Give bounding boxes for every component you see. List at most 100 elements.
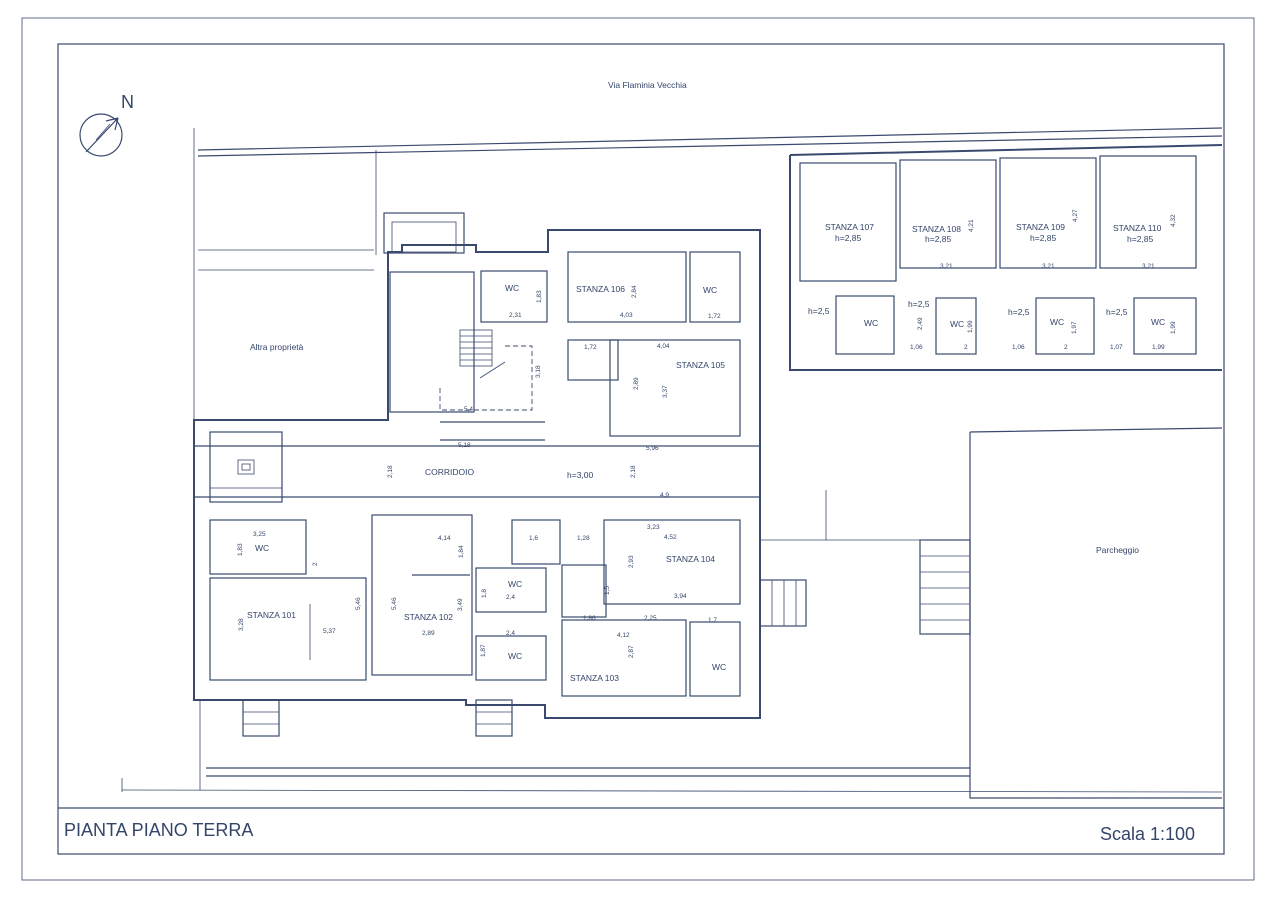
svg-text:4,32: 4,32 — [1170, 214, 1177, 227]
svg-text:h=2,5: h=2,5 — [1106, 307, 1128, 317]
svg-text:1,06: 1,06 — [1012, 344, 1025, 351]
svg-text:WC: WC — [950, 319, 964, 329]
svg-text:h=2,85: h=2,85 — [835, 233, 862, 243]
sheet-inner-border — [57, 43, 1225, 855]
svg-text:1,7: 1,7 — [708, 617, 717, 624]
svg-text:h=2,85: h=2,85 — [1030, 233, 1057, 243]
svg-text:1,87: 1,87 — [480, 644, 487, 657]
svg-text:2,25: 2,25 — [644, 615, 657, 622]
svg-text:3,21: 3,21 — [1042, 263, 1055, 270]
svg-text:3,18: 3,18 — [535, 365, 542, 378]
svg-text:3,49: 3,49 — [457, 598, 464, 611]
svg-text:2,93: 2,93 — [628, 555, 635, 568]
svg-text:1,84: 1,84 — [458, 545, 465, 558]
svg-text:1,86: 1,86 — [583, 615, 596, 622]
svg-text:3,23: 3,23 — [647, 524, 660, 531]
svg-text:5,46: 5,46 — [391, 597, 398, 610]
drawing-title: PIANTA PIANO TERRA — [64, 820, 253, 840]
svg-text:2,87: 2,87 — [628, 645, 635, 658]
svg-text:WC: WC — [864, 318, 878, 328]
svg-text:4,52: 4,52 — [664, 534, 677, 541]
svg-text:2,84: 2,84 — [631, 285, 638, 298]
left-staircase — [209, 431, 283, 503]
svg-text:1,72: 1,72 — [584, 344, 597, 351]
svg-text:WC: WC — [508, 579, 522, 589]
svg-text:1,99: 1,99 — [967, 320, 974, 333]
svg-text:2,18: 2,18 — [630, 465, 637, 478]
north-label: N — [121, 92, 134, 112]
svg-text:2,89: 2,89 — [633, 377, 640, 390]
svg-text:4,27: 4,27 — [1072, 209, 1079, 222]
entry-steps-center — [475, 699, 513, 737]
svg-text:1,6: 1,6 — [529, 535, 538, 542]
svg-text:h=2,85: h=2,85 — [1127, 234, 1154, 244]
svg-text:2,4: 2,4 — [506, 630, 515, 637]
drawing-scale: Scala 1:100 — [1100, 824, 1195, 844]
room-110-label: STANZA 110 — [1113, 223, 1162, 233]
svg-text:2,31: 2,31 — [509, 312, 522, 319]
svg-text:2,89: 2,89 — [422, 630, 435, 637]
parking-label: Parcheggio — [1096, 545, 1139, 555]
parking-area — [969, 427, 1223, 799]
svg-text:1,06: 1,06 — [910, 344, 923, 351]
svg-text:WC: WC — [505, 283, 519, 293]
entry-steps-left — [242, 699, 280, 737]
svg-text:WC: WC — [712, 662, 726, 672]
svg-text:1,8: 1,8 — [481, 589, 488, 598]
svg-text:5,46: 5,46 — [355, 597, 362, 610]
svg-text:4,04: 4,04 — [657, 343, 670, 350]
room-103-label: STANZA 103 — [570, 673, 619, 683]
svg-text:h=2,5: h=2,5 — [908, 299, 930, 309]
svg-text:3,25: 3,25 — [253, 531, 266, 538]
svg-text:h=2,5: h=2,5 — [808, 306, 830, 316]
entry-steps-right — [759, 579, 807, 627]
svg-text:4,03: 4,03 — [620, 312, 633, 319]
svg-text:2: 2 — [1064, 344, 1068, 351]
svg-text:2,4: 2,4 — [506, 594, 515, 601]
room-104-label: STANZA 104 — [666, 554, 715, 564]
svg-text:5,96: 5,96 — [646, 445, 659, 452]
svg-text:5,4: 5,4 — [464, 406, 473, 413]
svg-text:1,5: 1,5 — [604, 586, 611, 595]
svg-text:1,99: 1,99 — [1152, 344, 1165, 351]
svg-text:4,21: 4,21 — [968, 219, 975, 232]
svg-text:5,18: 5,18 — [458, 442, 471, 449]
parking-ramp-stairs — [919, 539, 971, 635]
svg-text:WC: WC — [703, 285, 717, 295]
svg-text:WC: WC — [255, 543, 269, 553]
svg-text:1,07: 1,07 — [1110, 344, 1123, 351]
svg-text:1,97: 1,97 — [1071, 321, 1078, 334]
room-102-label: STANZA 102 — [404, 612, 453, 622]
svg-text:3,21: 3,21 — [940, 263, 953, 270]
svg-text:WC: WC — [1050, 317, 1064, 327]
svg-text:2: 2 — [964, 344, 968, 351]
svg-text:5,37: 5,37 — [323, 628, 336, 635]
svg-text:WC: WC — [1151, 317, 1165, 327]
svg-text:1,72: 1,72 — [708, 313, 721, 320]
upper-staircase — [459, 329, 506, 379]
svg-text:1,99: 1,99 — [1170, 321, 1177, 334]
street-name: Via Flaminia Vecchia — [608, 80, 687, 90]
svg-text:3,21: 3,21 — [1142, 263, 1155, 270]
room-109-label: STANZA 109 — [1016, 222, 1065, 232]
room-106-label: STANZA 106 — [576, 284, 625, 294]
sheet-outer-border — [21, 17, 1255, 881]
svg-text:3,28: 3,28 — [238, 618, 245, 631]
north-arrow-icon — [79, 113, 123, 157]
right-wing-outline — [789, 144, 1223, 371]
svg-text:3,37: 3,37 — [662, 385, 669, 398]
svg-text:1,28: 1,28 — [577, 535, 590, 542]
corridor-label: CORRIDOIO — [425, 467, 475, 477]
svg-text:2: 2 — [312, 562, 319, 566]
room-107-label: STANZA 107 — [825, 222, 874, 232]
corridor-height: h=3,00 — [567, 470, 594, 480]
svg-text:1,83: 1,83 — [237, 543, 244, 556]
svg-text:1,83: 1,83 — [536, 290, 543, 303]
svg-text:3,94: 3,94 — [674, 593, 687, 600]
svg-text:4,14: 4,14 — [438, 535, 451, 542]
room-101-label: STANZA 101 — [247, 610, 296, 620]
room-105-label: STANZA 105 — [676, 360, 725, 370]
building-outline — [193, 229, 761, 719]
svg-text:2,49: 2,49 — [917, 317, 924, 330]
